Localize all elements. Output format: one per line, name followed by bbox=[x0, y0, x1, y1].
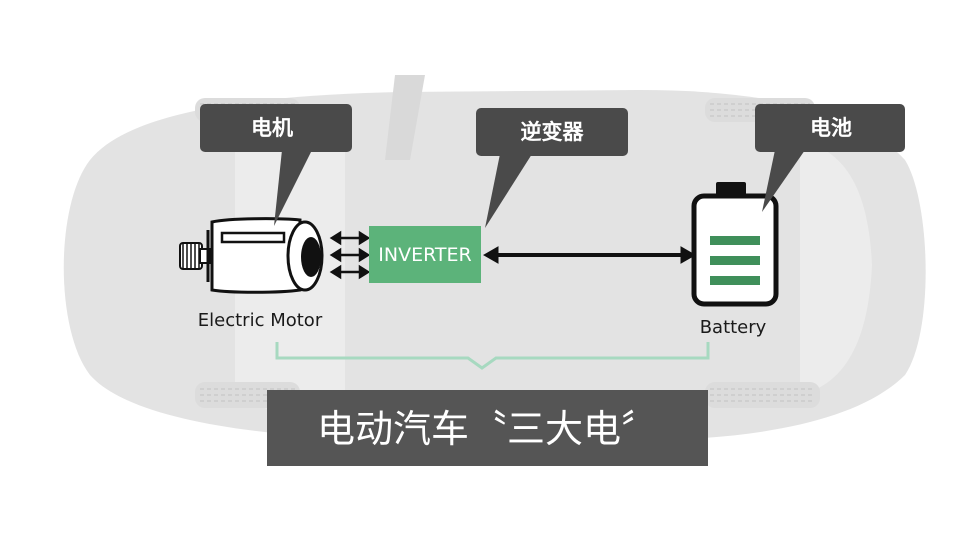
grouping-bracket bbox=[275, 342, 710, 370]
callout-battery-text: 电池 bbox=[810, 116, 852, 140]
car-rear-window bbox=[800, 140, 872, 395]
callout-motor: 电机 bbox=[200, 104, 352, 226]
motor-slot bbox=[220, 231, 286, 244]
car-tire-rear-bottom bbox=[705, 382, 820, 408]
callout-inverter-text: 逆变器 bbox=[521, 120, 585, 144]
banner-title: 电动汽车〝三大电〞 bbox=[317, 407, 659, 451]
car-front-pillar bbox=[385, 75, 425, 160]
inverter-battery-arrow bbox=[482, 246, 697, 264]
electric-motor bbox=[179, 217, 324, 294]
motor-inverter-arrows bbox=[329, 230, 371, 280]
battery-bar-1 bbox=[710, 236, 760, 245]
callout-inverter: 逆变器 bbox=[476, 108, 628, 228]
motor-label: Electric Motor bbox=[198, 310, 323, 331]
inverter-label: INVERTER bbox=[378, 244, 471, 266]
callout-battery: 电池 bbox=[755, 104, 905, 212]
battery-icon bbox=[691, 182, 779, 307]
title-banner: 电动汽车〝三大电〞 bbox=[267, 390, 708, 466]
battery-label: Battery bbox=[700, 317, 767, 338]
callout-motor-text: 电机 bbox=[251, 116, 293, 140]
battery-bar-3 bbox=[710, 276, 760, 285]
battery-bar-2 bbox=[710, 256, 760, 265]
inverter-box: INVERTER bbox=[369, 226, 481, 283]
